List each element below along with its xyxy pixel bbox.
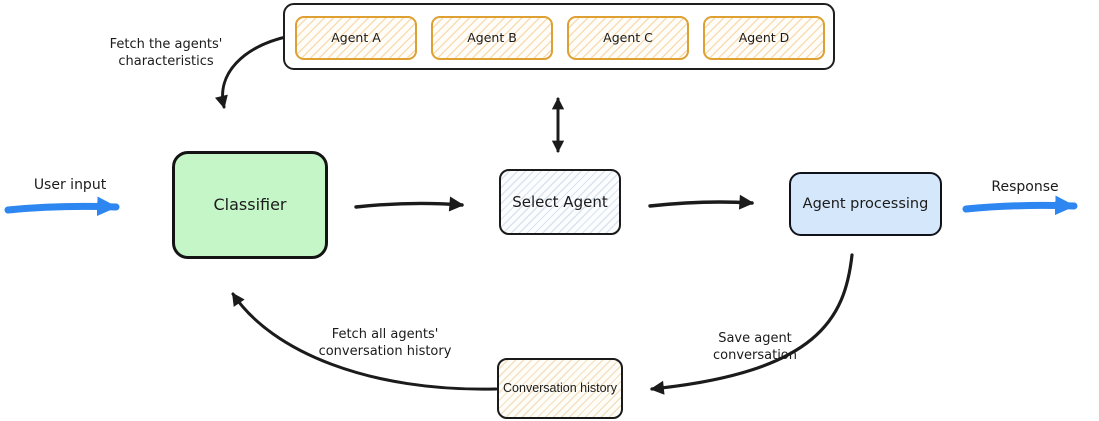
arrow-classifier-to-select-agent: [354, 196, 465, 212]
arrow-user-input: [4, 196, 120, 217]
agent-a-label: Agent A: [331, 30, 381, 46]
agent-b-label: Agent B: [467, 30, 517, 46]
agent-processing-node: Agent processing: [789, 172, 942, 236]
fetch-characteristics-label: Fetch the agents' characteristics: [109, 37, 223, 69]
save-conversation-label: Save agent conversation: [712, 331, 798, 363]
arrow-save-conversation: [650, 253, 854, 395]
conversation-history-node: Conversation history: [497, 358, 623, 419]
classifier-node: Classifier: [172, 151, 328, 259]
agent-b-box: Agent B: [431, 16, 553, 60]
agents-panel: Agent A Agent B Agent C Agent D: [283, 3, 835, 70]
select-agent-node: Select Agent: [499, 169, 621, 235]
select-agent-label: Select Agent: [512, 192, 608, 211]
classifier-label: Classifier: [213, 195, 287, 214]
agent-d-box: Agent D: [703, 16, 825, 60]
arrow-select-agent-to-processing: [648, 194, 755, 210]
response-label: Response: [991, 179, 1059, 195]
agent-processing-label: Agent processing: [802, 195, 929, 212]
arrow-response: [962, 195, 1078, 216]
agent-d-label: Agent D: [738, 30, 790, 46]
agent-c-label: Agent C: [603, 30, 653, 46]
agent-c-box: Agent C: [567, 16, 689, 60]
user-input-label: User input: [33, 177, 107, 193]
agent-a-box: Agent A: [295, 16, 417, 60]
conversation-history-label: Conversation history: [503, 380, 617, 395]
fetch-history-label: Fetch all agents' conversation history: [318, 327, 452, 359]
